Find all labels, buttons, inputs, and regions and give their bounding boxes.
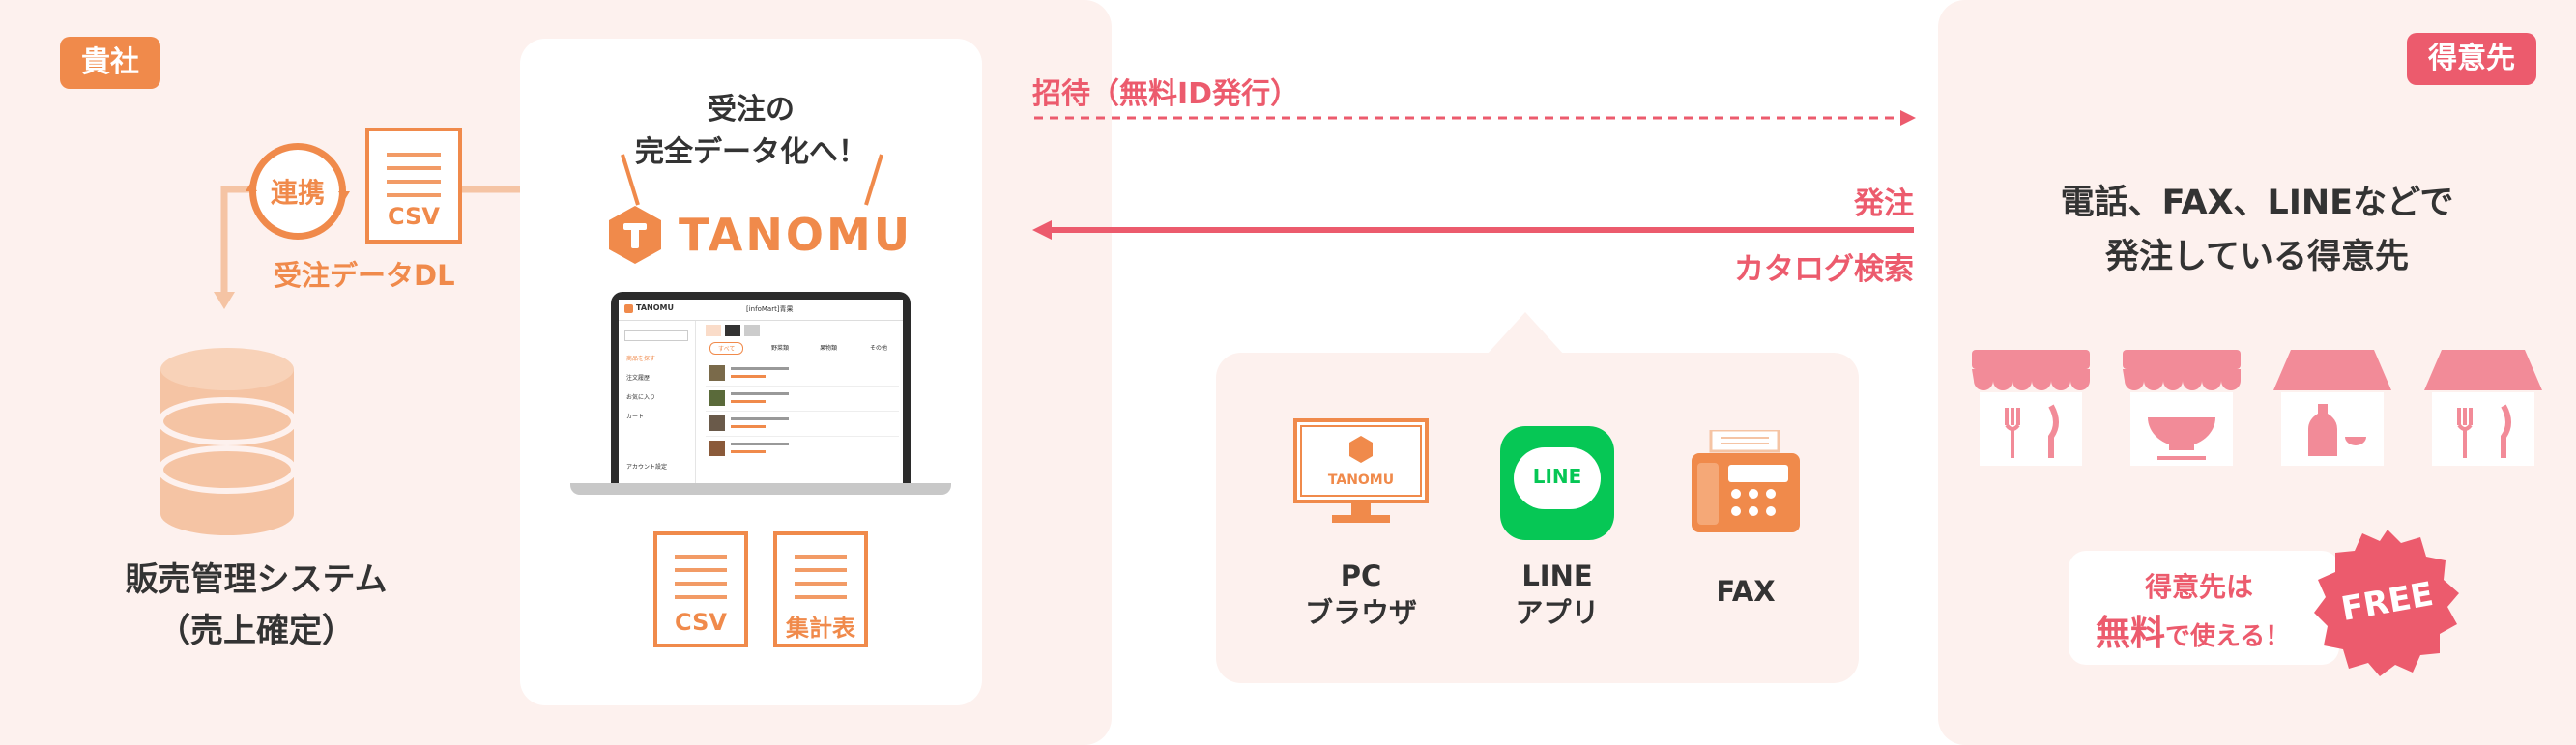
fax-label: FAX [1716, 575, 1776, 608]
laptop-menu-3: カート [626, 414, 645, 420]
laptop-menu-0: 商品を探す [626, 356, 656, 362]
mini-logo-icon [624, 304, 633, 313]
tanomu-hex-icon [609, 206, 661, 264]
laptop-row [706, 412, 899, 437]
line-bubble: LINE [1514, 447, 1601, 509]
line-label-2: アプリ [1515, 596, 1600, 629]
free-word: 無料 [2096, 614, 2166, 653]
chip-1: 野菜類 [771, 345, 790, 352]
tanomu-card: 受注の 完全データ化へ！ TANOMU TANOMU [infoMart]青果 … [520, 39, 982, 705]
restaurant-shop-icon [1972, 350, 2090, 466]
pc-brand: TANOMU [1327, 473, 1395, 488]
laptop-header: TANOMU [infoMart]青果 [619, 300, 903, 321]
free-notice-line-1: 得意先は [2144, 571, 2253, 603]
chip-3: その他 [870, 345, 888, 352]
database-icon [158, 348, 297, 535]
laptop-brand: TANOMU [636, 303, 674, 312]
free-notice-card: 得意先は 無料で使える！ [2069, 551, 2339, 665]
free-rest: で使える！ [2165, 622, 2291, 651]
laptop-filter-chips: すべて 野菜類 果物類 その他 [706, 342, 899, 355]
laptop-sidebar: 商品を探す 注文履歴 お気に入り カート アカウント設定 [619, 321, 696, 483]
summary-doc-icon: 集計表 [773, 531, 868, 647]
line-label: LINE アプリ [1480, 558, 1635, 631]
company-tag: 貴社 [60, 37, 160, 89]
system-name: 販売管理システム [125, 560, 388, 599]
headline-line-1: 受注の [708, 93, 795, 127]
pc-label-1: PC [1340, 559, 1382, 592]
chip-0: すべて [709, 342, 744, 355]
customer-tag: 得意先 [2407, 33, 2536, 85]
free-notice-line-2: 無料で使える！ [2096, 605, 2290, 655]
link-sync-icon: 連携 [249, 143, 346, 240]
order-label: 発注 [1854, 186, 1914, 221]
headline: 受注の 完全データ化へ！ [520, 89, 982, 174]
customer-description: 電話、FAX、LINEなどで 発注している得意先 [1938, 176, 2576, 284]
summary-doc-label: 集計表 [786, 615, 855, 642]
box-pointer [1487, 312, 1564, 355]
laptop-row [706, 361, 899, 387]
restaurant-shop-icon-2 [2424, 350, 2542, 466]
ramen-shop-icon [2123, 350, 2241, 466]
download-label: 受注データDL [274, 259, 455, 292]
free-badge: FREE [2314, 530, 2459, 676]
system-sub: （売上確定） [158, 612, 355, 650]
laptop-row [706, 387, 899, 412]
order-channels-box: TANOMU PC ブラウザ LINE LINE アプリ FAX [1216, 312, 1859, 683]
laptop-row [706, 437, 899, 462]
invite-label: 招待（無料ID発行） [1032, 77, 1300, 111]
tab-icon [706, 325, 721, 336]
catalog-label: カタログ検索 [1734, 252, 1914, 287]
tab-icon [744, 325, 760, 336]
flow-arrows [1032, 110, 1916, 240]
pc-label-2: ブラウザ [1304, 596, 1417, 629]
laptop-select [624, 330, 688, 341]
pc-monitor-icon [1293, 418, 1429, 523]
tanomu-brand-name: TANOMU [679, 209, 913, 261]
tab-icon [725, 325, 740, 336]
csv-output-doc-icon: CSV [653, 531, 748, 647]
tanomu-logo: TANOMU [607, 201, 912, 269]
laptop-menu-2: お気に入り [626, 394, 656, 401]
headline-accent-lines [621, 154, 883, 206]
laptop-menu-1: 注文履歴 [626, 375, 651, 382]
izakaya-shop-icon [2273, 350, 2391, 466]
laptop-title: [infoMart]青果 [746, 305, 794, 313]
line-app-icon: LINE [1500, 426, 1614, 540]
laptop-product-list [706, 361, 899, 462]
laptop-display: TANOMU [infoMart]青果 商品を探す 注文履歴 お気に入り カート… [619, 300, 903, 483]
sync-arrows-icon [246, 182, 350, 201]
customer-desc-line-2: 発注している得意先 [2105, 238, 2409, 276]
headline-line-2: 完全データ化へ！ [635, 135, 867, 169]
customer-desc-line-1: 電話、FAX、LINEなどで [2060, 184, 2454, 222]
link-label: 連携 [270, 177, 325, 209]
pc-label: PC ブラウザ [1284, 558, 1438, 631]
fax-machine-icon [1692, 430, 1800, 532]
chip-2: 果物類 [820, 345, 838, 352]
laptop-menu-4: アカウント設定 [626, 464, 668, 471]
csv-document-icon: CSV [365, 128, 462, 244]
line-logo-text: LINE [1532, 465, 1582, 488]
laptop-tabs [706, 325, 899, 338]
line-label-1: LINE [1521, 559, 1593, 592]
laptop-base [570, 483, 951, 495]
laptop-screen: TANOMU [infoMart]青果 商品を探す 注文履歴 お気に入り カート… [611, 292, 911, 483]
csv-doc-label: CSV [388, 203, 440, 230]
csv-output-label: CSV [675, 609, 727, 636]
